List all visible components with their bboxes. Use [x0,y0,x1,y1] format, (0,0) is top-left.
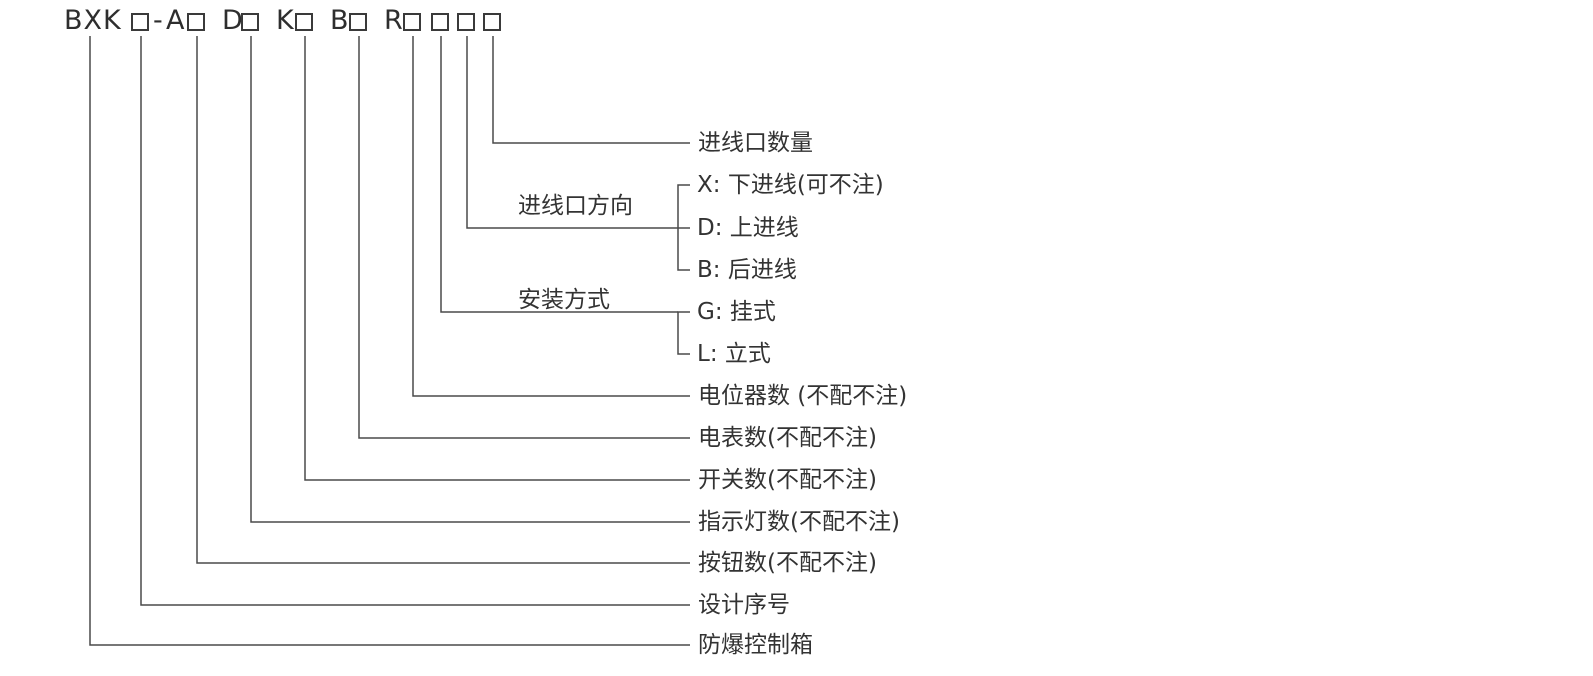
line-meter-count [358,36,690,439]
bracket-mount-type [677,311,690,355]
code-box-button [187,13,205,31]
code-box-mount [431,13,449,31]
label-mount-type: 安装方式 [518,287,610,313]
line-inlet-count [492,36,690,144]
code-letter-d: D [222,5,244,36]
label-potentiometer-count: 电位器数 (不配不注) [698,383,908,409]
code-box-meter [349,13,367,31]
code-dash: - [153,5,164,36]
label-button-count: 按钮数(不配不注) [698,550,877,576]
label-switch-count: 开关数(不配不注) [698,467,877,493]
line-potentiometer [412,36,690,397]
label-meter-count: 电表数(不配不注) [698,425,877,451]
label-inlet-direction: 进线口方向 [518,193,633,219]
code-box-inlet-direction [457,13,475,31]
code-letter-b: B [330,5,350,36]
option-inlet-b: B: 后进线 [697,257,797,283]
label-inlet-count: 进线口数量 [698,130,813,156]
line-switch-count [304,36,690,481]
line-inlet-direction [466,36,678,229]
code-box-inlet-count [483,13,501,31]
label-product-name: 防爆控制箱 [698,632,813,658]
code-letter-r: R [384,5,404,36]
option-mount-l: L: 立式 [697,341,771,367]
code-box-switch [295,13,313,31]
option-inlet-x: X: 下进线(可不注) [697,172,884,198]
line-button-count [196,36,690,564]
code-letter-a: A [166,5,186,36]
option-mount-g: G: 挂式 [697,299,776,325]
line-indicator-count [250,36,690,523]
code-prefix: BXK [64,5,122,36]
line-design-serial [140,36,690,606]
code-box-serial [131,13,149,31]
line-mount-type [440,36,678,313]
code-box-indicator [241,13,259,31]
line-product-name [89,36,690,646]
label-indicator-count: 指示灯数(不配不注) [698,509,900,535]
option-inlet-d: D: 上进线 [697,215,799,241]
label-design-serial: 设计序号 [698,592,790,618]
code-box-potentiometer [403,13,421,31]
code-letter-k: K [276,5,295,36]
